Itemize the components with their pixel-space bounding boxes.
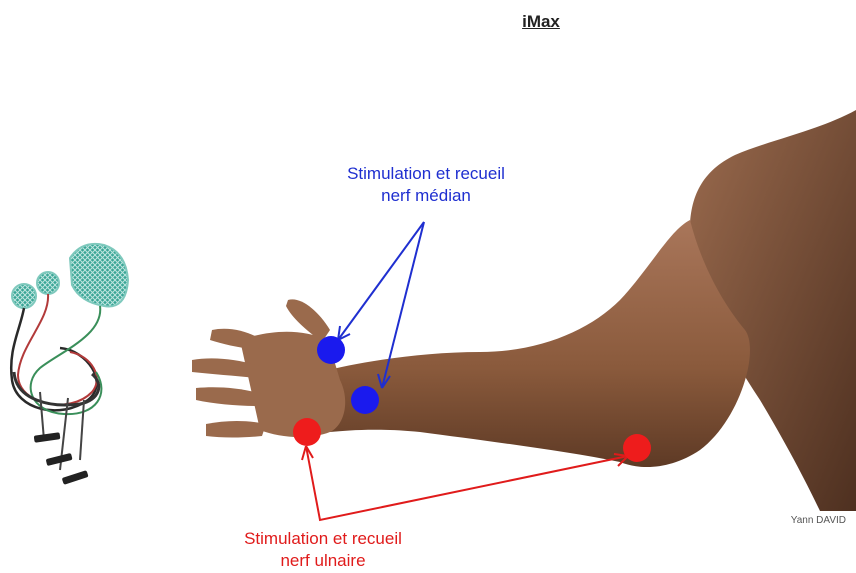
ulnar-point-wrist [293,418,321,446]
hand [192,299,345,437]
ulnar-point-elbow [623,434,651,462]
small-electrode-pad [12,284,36,308]
small-electrode-pad [37,272,59,294]
electrode-cables [11,294,101,470]
median-point-wrist [351,386,379,414]
median-point-palm [317,336,345,364]
arm [320,220,750,467]
median-nerve-label: Stimulation et recueil nerf médian [296,163,556,207]
electrode-kit [11,244,128,485]
large-electrode-pad [70,244,128,307]
median-label-line1: Stimulation et recueil [296,163,556,185]
page-title: iMax [0,12,856,32]
author-credit: Yann DAVID [791,515,846,526]
median-arrow-palm [338,222,424,340]
ulnar-nerve-label: Stimulation et recueil nerf ulnaire [178,528,468,572]
ulnar-arrow-line [306,446,628,520]
ulnar-label-line1: Stimulation et recueil [178,528,468,550]
ulnar-arrows [302,446,628,520]
electrode-pads [12,244,128,308]
median-label-line2: nerf médian [296,185,556,207]
ulnar-label-line2: nerf ulnaire [178,550,468,572]
